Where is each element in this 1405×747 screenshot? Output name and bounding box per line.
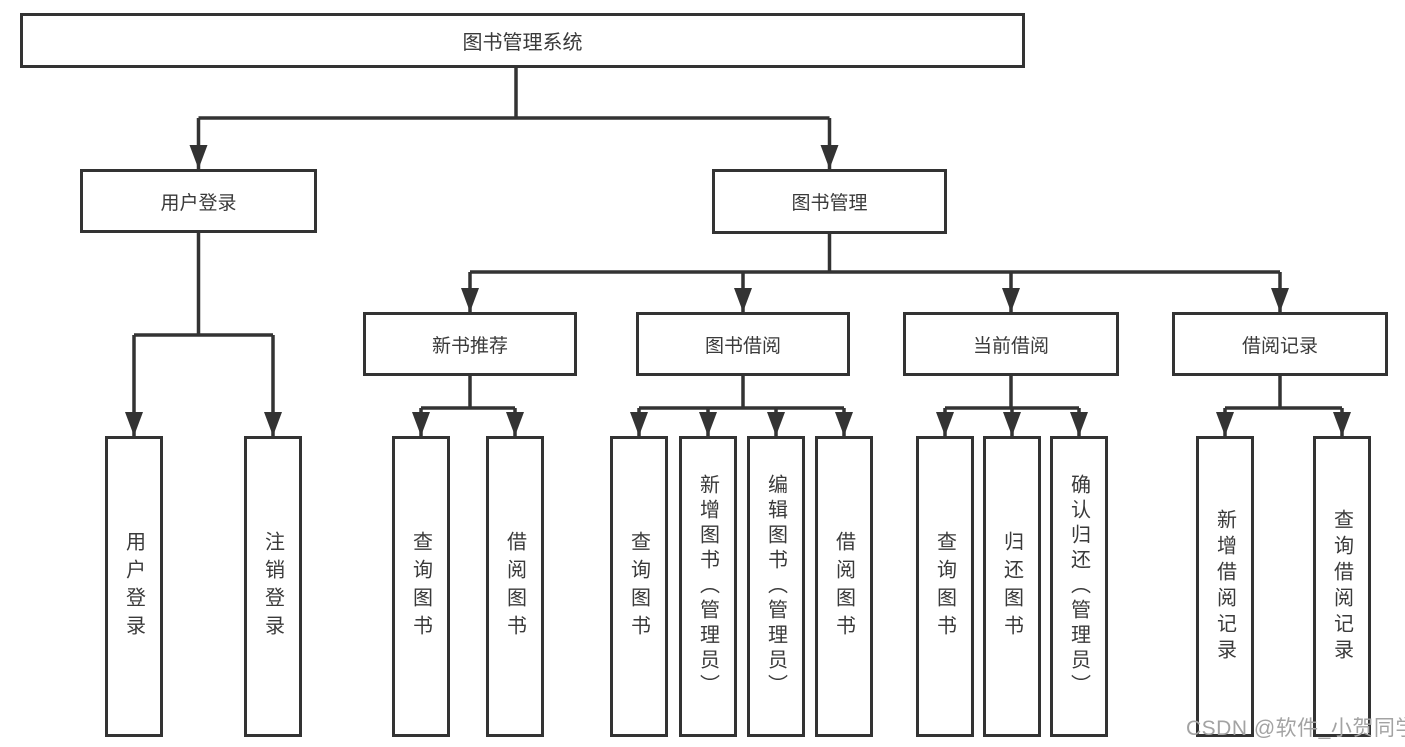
leaf-query-books-recommend: 查询图书 (392, 436, 450, 737)
node-user-login: 用户登录 (80, 169, 317, 233)
node-borrowing-records: 借阅记录 (1172, 312, 1388, 376)
node-book-management: 图书管理 (712, 169, 947, 234)
leaf-confirm-return-admin: 确认归还（管理员） (1050, 436, 1108, 737)
node-book-borrowing: 图书借阅 (636, 312, 850, 376)
leaf-add-books-admin: 新增图书（管理员） (679, 436, 737, 737)
leaf-edit-books-admin: 编辑图书（管理员） (747, 436, 805, 737)
leaf-return-books: 归还图书 (983, 436, 1041, 737)
leaf-query-books-current: 查询图书 (916, 436, 974, 737)
leaf-logout: 注销登录 (244, 436, 302, 737)
leaf-query-borrow-record: 查询借阅记录 (1313, 436, 1371, 737)
leaf-query-books-borrow: 查询图书 (610, 436, 668, 737)
csdn-watermark: CSDN @软件_小贺同学 (1186, 717, 1405, 740)
node-current-borrowing: 当前借阅 (903, 312, 1119, 376)
node-new-book-recommendation: 新书推荐 (363, 312, 577, 376)
leaf-add-borrow-record: 新增借阅记录 (1196, 436, 1254, 737)
node-root: 图书管理系统 (20, 13, 1025, 68)
leaf-borrow-books-recommend: 借阅图书 (486, 436, 544, 737)
leaf-user-login: 用户登录 (105, 436, 163, 737)
leaf-borrow-books: 借阅图书 (815, 436, 873, 737)
